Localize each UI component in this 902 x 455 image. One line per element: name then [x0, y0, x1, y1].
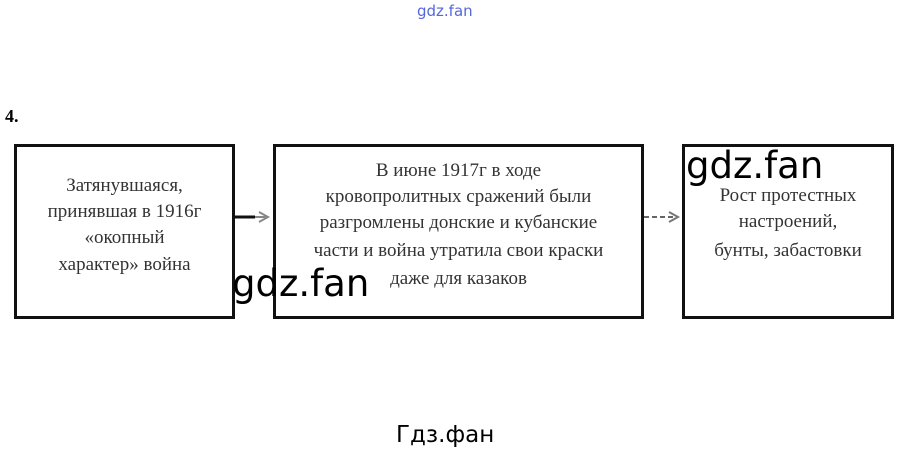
arrow-right-icon — [235, 211, 271, 223]
watermark-mid-right: gdz.fan — [686, 144, 824, 187]
box-text-line: бунты, забастовки — [714, 240, 862, 261]
box-text-line: Затянувшаяся, — [66, 175, 183, 196]
box-text-line: принявшая в 1916г — [47, 201, 202, 222]
box-text-line: настроений, — [738, 211, 838, 232]
box-text-line: В июне 1917г в ходе — [375, 160, 542, 181]
watermark-bottom: Гдз.фан — [396, 422, 495, 448]
box-text-line: кровопролитных сражений были — [325, 186, 592, 207]
box-text-line: разгромлены донские и кубанские — [319, 212, 598, 233]
watermark-mid-left: gdz.fan — [232, 262, 370, 305]
result-box: Рост протестных настроений, бунты, забас… — [682, 144, 894, 319]
box-text-line: характер» война — [58, 254, 191, 275]
event-box: В июне 1917г в ходе кровопролитных сраже… — [273, 144, 644, 319]
box-text-line: части и война утратила свои краски — [313, 240, 604, 261]
cause-box: Затянувшаяся, принявшая в 1916г «окопный… — [14, 144, 235, 319]
box-text-line: даже для казаков — [390, 268, 527, 289]
box-text-line: «окопный — [84, 227, 165, 248]
task-number: 4. — [5, 106, 19, 126]
watermark-top: gdz.fan — [417, 2, 473, 20]
box-text-line: Рост протестных — [719, 185, 857, 206]
arrow-right-icon — [644, 211, 681, 223]
